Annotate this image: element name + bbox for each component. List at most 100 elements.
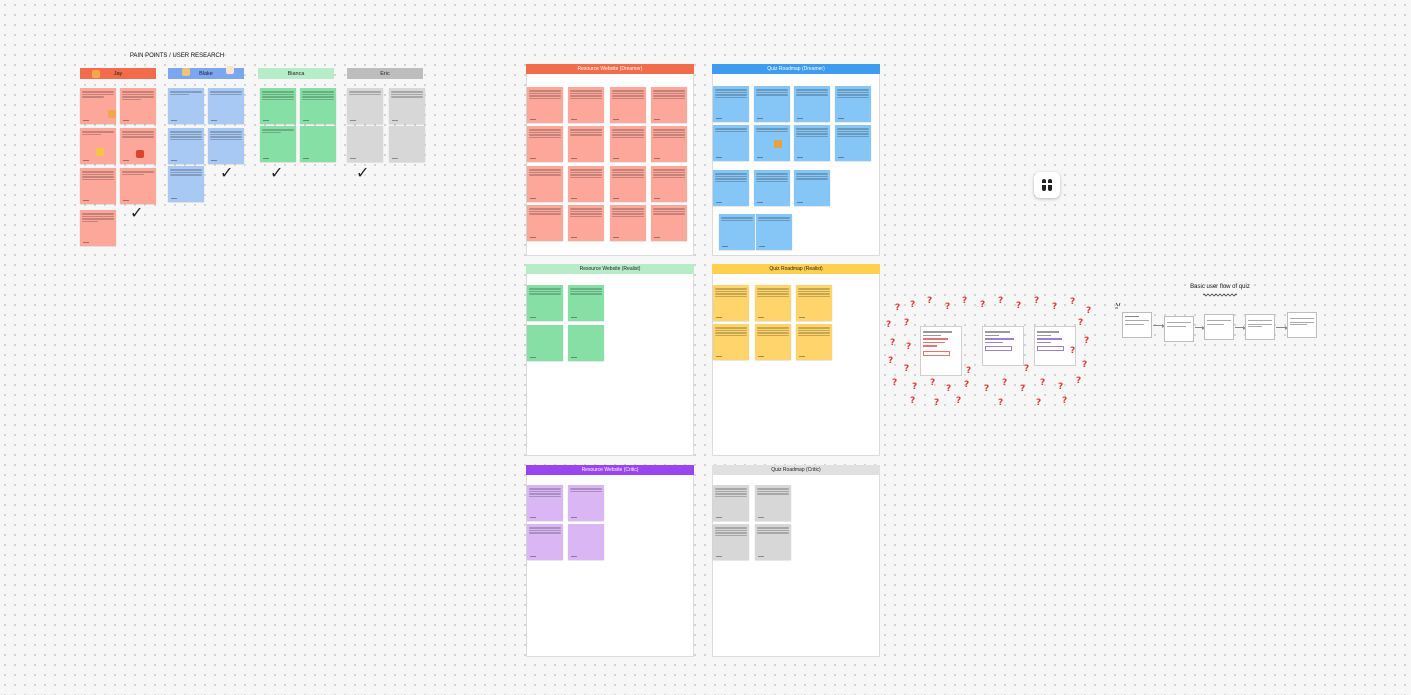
avatar (226, 66, 234, 74)
sticky-note[interactable] (80, 168, 116, 204)
app-logo-icon[interactable] (1034, 172, 1060, 198)
sticky-note[interactable] (527, 205, 563, 241)
sticky-note[interactable] (610, 205, 646, 241)
frame-header: Quiz Roadmap (Critic) (712, 465, 880, 475)
person-label-jay[interactable]: Jay (80, 68, 156, 79)
sticky-note[interactable] (527, 126, 563, 162)
sticky-note[interactable] (651, 166, 687, 202)
sticky-note[interactable] (568, 205, 604, 241)
sticky-note[interactable] (755, 485, 791, 521)
sticky-note[interactable] (754, 86, 790, 122)
flow-title: Basic user flow of quiz (1190, 284, 1250, 290)
sticky-note[interactable] (120, 88, 156, 124)
sticky-note[interactable] (713, 285, 749, 321)
flow-step[interactable] (1287, 312, 1317, 338)
question-mark-icon: ? (1084, 336, 1090, 346)
sticky-note[interactable] (754, 125, 790, 161)
sticky-note[interactable] (568, 87, 604, 123)
sticky-note[interactable] (610, 126, 646, 162)
sticky-note[interactable] (347, 88, 383, 124)
sticky-note[interactable] (168, 88, 204, 124)
question-mark-icon: ? (980, 300, 986, 310)
sticky-note[interactable] (651, 205, 687, 241)
sticky-note[interactable] (527, 485, 563, 521)
quiz-wireframe[interactable] (982, 326, 1024, 366)
sticky-note[interactable] (794, 170, 830, 206)
sticky-note[interactable] (120, 128, 156, 164)
flow-step[interactable] (1164, 316, 1194, 342)
question-mark-icon: ? (964, 380, 970, 390)
sticky-note[interactable] (755, 285, 791, 321)
sticky-note[interactable] (300, 126, 336, 162)
sticky-note[interactable] (756, 214, 792, 250)
sticky-note[interactable] (651, 87, 687, 123)
sticky-note[interactable] (713, 170, 749, 206)
sticky-note[interactable] (713, 125, 749, 161)
sticky-note[interactable] (568, 524, 604, 560)
sticky-note[interactable] (168, 128, 204, 164)
sticky-note[interactable] (568, 126, 604, 162)
sticky-note[interactable] (80, 210, 116, 246)
flow-step[interactable] (1204, 314, 1234, 340)
sticky-note[interactable] (260, 88, 296, 124)
sticky-note[interactable] (300, 88, 336, 124)
sticky-note[interactable] (568, 485, 604, 521)
sticky-note[interactable] (610, 87, 646, 123)
sticky-note[interactable] (120, 168, 156, 204)
person-label-blake[interactable]: Blake (168, 68, 244, 79)
sticky-note[interactable] (754, 170, 790, 206)
sticky-note[interactable] (713, 324, 749, 360)
squiggle-underline (1203, 293, 1237, 297)
sticky-note[interactable] (527, 87, 563, 123)
frame-header: Quiz Roadmap (Realist) (712, 264, 880, 274)
frame-title: Quiz Roadmap (Critic) (771, 467, 821, 473)
sticky-note[interactable] (610, 166, 646, 202)
pain-points-title: PAIN POINTS / USER RESEARCH (129, 53, 225, 59)
sticky-note[interactable] (527, 166, 563, 202)
sticky-note[interactable] (260, 126, 296, 162)
sticky-note[interactable] (389, 126, 425, 162)
quiz-wireframe[interactable] (1034, 326, 1076, 366)
sticky-note[interactable] (168, 166, 204, 202)
sticky-note[interactable] (568, 166, 604, 202)
sticky-note[interactable] (208, 88, 244, 124)
sticky-note[interactable] (389, 88, 425, 124)
frame-header: Resource Website (Critic) (526, 465, 694, 475)
sticky-note[interactable] (794, 86, 830, 122)
sticky-note[interactable] (796, 285, 832, 321)
sticky-note[interactable] (527, 325, 563, 361)
flow-arrow (1235, 325, 1246, 330)
flow-step[interactable] (1245, 314, 1275, 340)
sticky-note[interactable] (80, 128, 116, 164)
flow-arrow (1195, 325, 1205, 330)
sticky-note[interactable] (80, 88, 116, 124)
sticky-note[interactable] (347, 126, 383, 162)
person-label-eric[interactable]: Eric (347, 68, 423, 79)
sticky-note[interactable] (796, 324, 832, 360)
sticky-note[interactable] (651, 126, 687, 162)
sticky-note[interactable] (794, 125, 830, 161)
sticky-note[interactable] (719, 214, 755, 250)
question-mark-icon: ? (1086, 306, 1092, 316)
sticky-note[interactable] (527, 285, 563, 321)
sticky-note[interactable] (755, 324, 791, 360)
sticky-note[interactable] (713, 524, 749, 560)
quiz-wireframe[interactable] (920, 326, 962, 376)
sticky-note[interactable] (568, 285, 604, 321)
sparkle-icon (1115, 302, 1121, 309)
sticky-note[interactable] (208, 128, 244, 164)
person-label-bianca[interactable]: Bianca (258, 68, 334, 79)
avatar (182, 68, 190, 76)
sticky-note[interactable] (568, 325, 604, 361)
sticky-note[interactable] (527, 524, 563, 560)
sticky-note[interactable] (835, 86, 871, 122)
sticky-note[interactable] (755, 524, 791, 560)
sticky-note[interactable] (713, 86, 749, 122)
sticky-note[interactable] (835, 125, 871, 161)
frame-header: Quiz Roadmap (Dreamer) (712, 64, 880, 74)
sticky-note[interactable] (713, 485, 749, 521)
frame-title: Resource Website (Dreamer) (577, 66, 643, 72)
frame-title: Resource Website (Critic) (581, 467, 639, 473)
flow-step[interactable] (1122, 312, 1152, 338)
check-icon: ✓ (130, 203, 144, 222)
